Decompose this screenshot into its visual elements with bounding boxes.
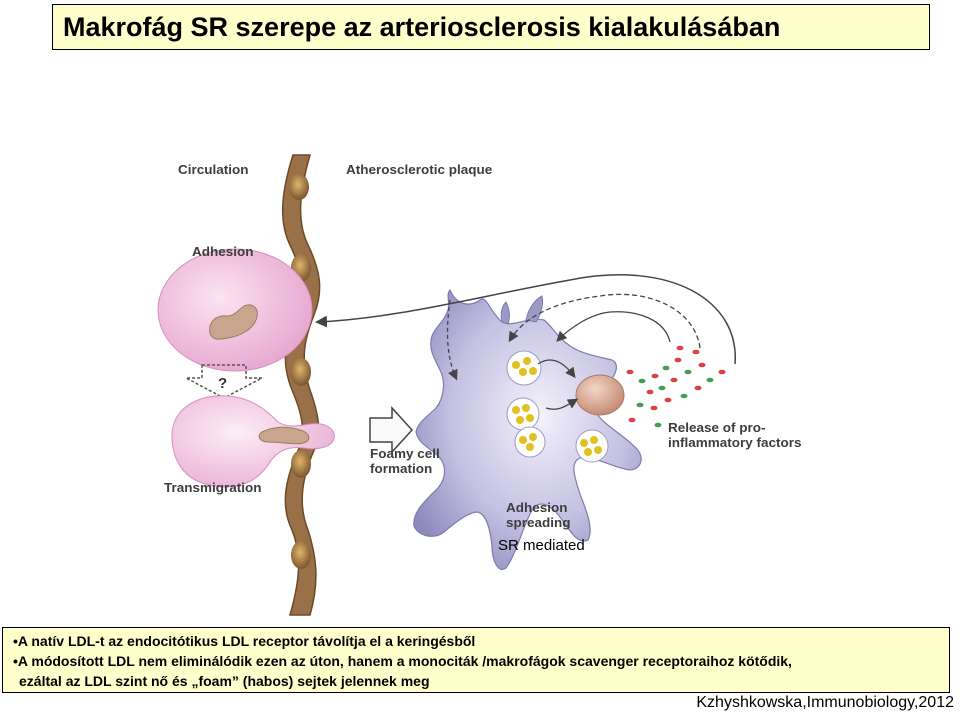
- ldl-vesicle: [514, 426, 546, 458]
- label-circulation: Circulation: [178, 162, 249, 177]
- notes-box: •A natív LDL-t az endocitótikus LDL rece…: [2, 627, 950, 693]
- label-foamy-cell-line1: Foamy cell: [370, 446, 440, 461]
- atherosclerosis-diagram: ?: [157, 154, 736, 616]
- monocyte-nucleus: [209, 304, 258, 340]
- transmigrating-monocyte: [171, 395, 335, 488]
- title-box: Makrofág SR szerepe az arteriosclerosis …: [52, 4, 930, 50]
- sr-mediated-label: SR mediated: [498, 537, 585, 554]
- label-foamy-cell-line2: formation: [370, 461, 433, 476]
- ldl-vesicle: [506, 350, 542, 386]
- endothelium-wall: [281, 154, 321, 616]
- foamy-cell-arrow: [369, 406, 414, 454]
- ldl-vesicle: [575, 429, 609, 463]
- pro-inflammatory-factors: [626, 345, 726, 428]
- macrophage: [413, 288, 642, 570]
- endothelial-nucleus: [289, 174, 309, 200]
- adhering-monocyte: [157, 248, 313, 372]
- note-line: •A módosított LDL nem eliminálódik ezen …: [13, 653, 792, 669]
- question-mark: ?: [218, 375, 227, 392]
- monocyte-nucleus: [258, 426, 310, 445]
- down-arrow: ?: [185, 364, 263, 399]
- label-spreading-line2: spreading: [506, 515, 571, 530]
- endothelial-nucleus: [291, 358, 311, 386]
- page-title: Makrofág SR szerepe az arteriosclerosis …: [63, 11, 781, 42]
- citation: Kzhyshkowska,Immunobiology,2012: [696, 694, 954, 711]
- macrophage-nucleus: [575, 374, 625, 416]
- label-adhesion: Adhesion: [192, 244, 254, 259]
- label-release-line2: inflammatory factors: [668, 435, 802, 450]
- feedback-arrows: [315, 274, 736, 381]
- label-transmigration: Transmigration: [164, 480, 262, 495]
- label-atherosclerotic-plaque: Atherosclerotic plaque: [346, 162, 493, 177]
- note-line: ezáltal az LDL szint nő és „foam” (habos…: [19, 673, 430, 689]
- endothelial-nucleus: [291, 450, 311, 478]
- figure: ?: [150, 150, 850, 620]
- label-release-line1: Release of pro-: [668, 420, 766, 435]
- endothelial-nucleus: [291, 541, 311, 569]
- note-line: •A natív LDL-t az endocitótikus LDL rece…: [13, 633, 476, 649]
- ldl-vesicle: [506, 397, 540, 431]
- label-spreading-line1: Adhesion: [506, 500, 568, 515]
